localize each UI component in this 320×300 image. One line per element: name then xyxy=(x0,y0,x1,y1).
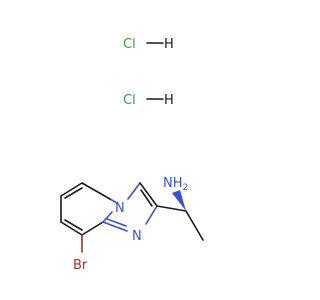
bond-n1-c8a xyxy=(102,221,128,232)
hcl-salt-2: Cl H xyxy=(123,93,174,108)
bond-n1-c8a-inner xyxy=(106,218,127,227)
bond-n4-c5 xyxy=(109,198,118,204)
amine-subscript: 2 xyxy=(183,183,189,193)
bond-calpha-methyl xyxy=(185,210,204,241)
bond-c3-c2-inner xyxy=(140,189,153,207)
bond-c6-c7 xyxy=(60,182,83,197)
chlorine-atom-2: Cl xyxy=(123,93,136,108)
structure-canvas: Cl H Cl H N N Br NH2 xyxy=(60,37,204,273)
amine-label: NH xyxy=(163,176,183,191)
bond-n4-c3 xyxy=(127,182,141,200)
bond-c9-c8a xyxy=(81,221,104,236)
bond-c8-c9 xyxy=(60,221,83,236)
bond-c2-n1 xyxy=(145,205,158,225)
bond-c2-calpha xyxy=(156,205,187,212)
hydrogen-atom-2: H xyxy=(164,93,174,108)
hydrogen-atom-1: H xyxy=(164,37,174,52)
chlorine-atom-1: Cl xyxy=(123,37,136,52)
aminoethyl-side-chain xyxy=(156,190,204,241)
bond-c5-c6 xyxy=(81,182,111,200)
bond-c3-c2 xyxy=(139,182,158,207)
molecule-drawing: Cl H Cl H N N Br NH2 xyxy=(60,37,204,273)
amine-group: NH2 xyxy=(163,176,188,193)
hcl-salt-1: Cl H xyxy=(123,37,174,52)
bond-c6-c7-inner xyxy=(64,187,83,199)
wedge-bond-calpha-nh2 xyxy=(172,190,186,211)
pyridine-ring xyxy=(60,182,118,236)
bond-c8a-n4 xyxy=(102,211,113,223)
nitrogen-atom-bridgehead: N xyxy=(115,201,125,216)
bond-c8-c9-inner xyxy=(64,219,83,231)
nitrogen-atom-imidazole: N xyxy=(132,229,142,244)
bromine-atom: Br xyxy=(73,258,88,273)
imidazole-ring xyxy=(102,182,158,232)
